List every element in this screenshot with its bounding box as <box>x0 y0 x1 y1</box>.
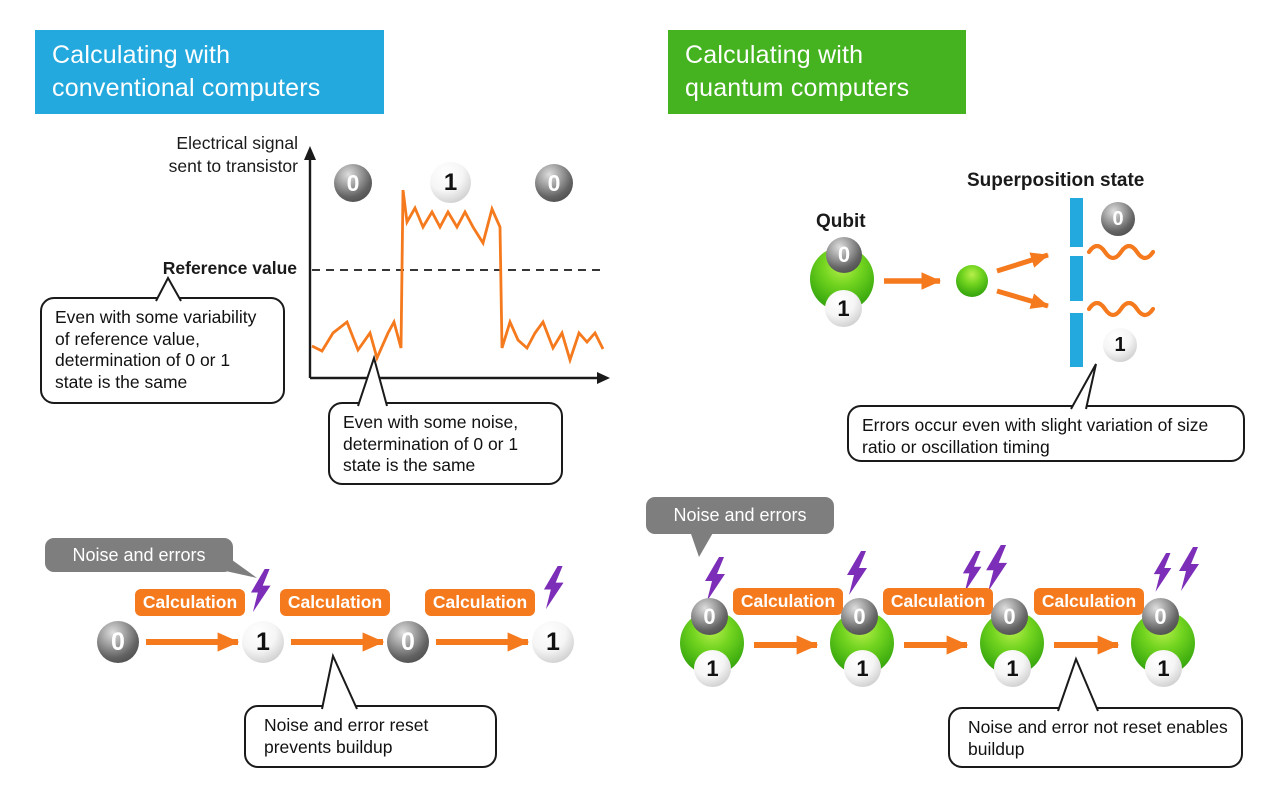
chain-bit-ball: 1 <box>242 621 284 663</box>
noise-errors-bubble-left: Noise and errors <box>45 538 233 572</box>
y-axis-label: Electrical signal sent to transistor <box>168 133 298 176</box>
conventional-header-line2: conventional computers <box>52 74 321 102</box>
calculation-badge: Calculation <box>425 589 535 616</box>
quantum-header: Calculating with quantum computers <box>668 30 966 114</box>
chain-bit-ball: 1 <box>532 621 574 663</box>
errors-variation-callout: Errors occur even with slight variation … <box>847 405 1245 462</box>
chain-qubit-zero: 0 <box>841 598 878 635</box>
noise-errors-bubble-right: Noise and errors <box>646 497 834 534</box>
outcome-ball-one: 1 <box>1103 328 1137 362</box>
bit-ball-zero: 0 <box>334 164 372 202</box>
qubit-state-one: 1 <box>825 290 862 327</box>
errors-callout-pointer <box>1070 363 1097 410</box>
bit-ball-one: 1 <box>430 162 471 203</box>
calculation-badge: Calculation <box>733 588 843 615</box>
reference-value-label: Reference value <box>162 258 297 278</box>
calculation-badge: Calculation <box>280 589 390 616</box>
chain-qubit-zero: 0 <box>691 598 728 635</box>
conventional-header: Calculating with conventional computers <box>35 30 384 114</box>
chain-qubit-one: 1 <box>844 650 881 687</box>
chain-qubit-zero: 0 <box>1142 598 1179 635</box>
conventional-header-line1: Calculating with <box>52 41 231 69</box>
outcome-ball-zero: 0 <box>1101 202 1135 236</box>
noise-callout-pointer <box>357 354 388 407</box>
calculation-badge: Calculation <box>135 589 245 616</box>
qubit-label: Qubit <box>816 211 866 232</box>
not-reset-buildup-callout: Noise and error not reset enables buildu… <box>948 707 1243 768</box>
qubit-state-zero: 0 <box>826 237 862 273</box>
signal-waveform <box>311 189 605 365</box>
reset-prevents-buildup-callout: Noise and error reset prevents buildup <box>244 705 497 768</box>
bubble-tail-right <box>690 531 714 557</box>
calculation-badge: Calculation <box>1034 588 1144 615</box>
oscillation-waves <box>1086 243 1156 318</box>
superposition-label: Superposition state <box>967 170 1145 191</box>
quantum-header-line2: quantum computers <box>685 74 910 102</box>
bit-ball-zero: 0 <box>535 164 573 202</box>
double-slit-bar <box>1070 198 1083 367</box>
chain-qubit-one: 1 <box>1145 650 1182 687</box>
chain-qubit-zero: 0 <box>991 598 1028 635</box>
reference-variability-callout: Even with some variability of reference … <box>40 297 285 404</box>
qubit-particle <box>956 265 988 297</box>
notreset-callout-pointer <box>1057 656 1099 712</box>
quantum-header-line1: Calculating with <box>685 41 864 69</box>
chain-bit-ball: 0 <box>97 621 139 663</box>
chain-bit-ball: 0 <box>387 621 429 663</box>
calculation-badge: Calculation <box>883 588 993 615</box>
chain-qubit-one: 1 <box>694 650 731 687</box>
reset-callout-pointer <box>321 652 358 710</box>
chain-qubit-one: 1 <box>994 650 1031 687</box>
noise-determination-callout: Even with some noise, determination of 0… <box>328 402 563 485</box>
